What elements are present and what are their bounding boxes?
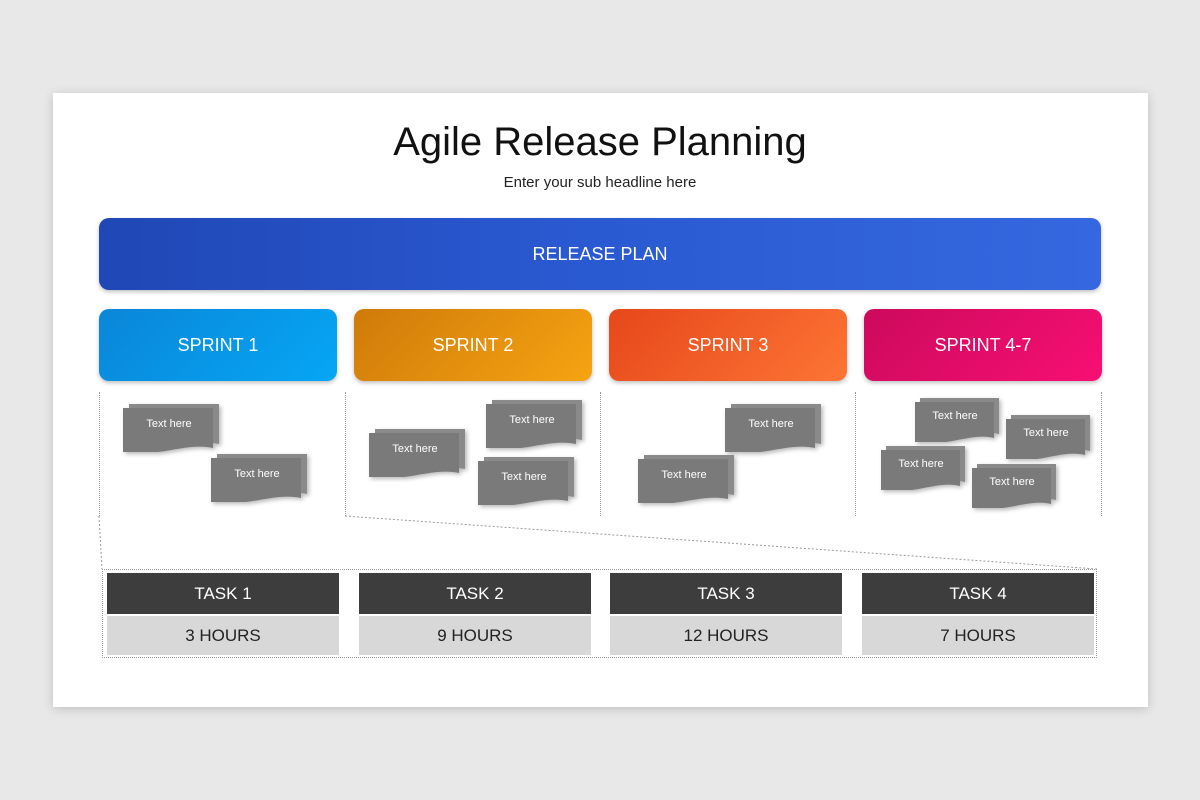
sticky-note: Text here: [972, 464, 1056, 508]
sticky-note: Text here: [638, 455, 734, 503]
sticky-note: Text here: [881, 446, 965, 490]
sticky-note: Text here: [915, 398, 999, 442]
sticky-note: Text here: [725, 404, 821, 452]
column-divider: [99, 392, 100, 516]
task-1-hours: 3 HOURS: [107, 616, 339, 655]
sprint-1-box: SPRINT 1: [99, 309, 337, 381]
column-divider: [855, 392, 856, 516]
note-text: Text here: [234, 468, 280, 480]
column-divider: [1101, 392, 1102, 516]
sticky-note: Text here: [1006, 415, 1090, 459]
release-plan-bar: RELEASE PLAN: [99, 218, 1101, 290]
sprint-3-box: SPRINT 3: [609, 309, 847, 381]
note-text: Text here: [748, 418, 794, 430]
note-text: Text here: [1023, 427, 1069, 439]
task-3-hours: 12 HOURS: [610, 616, 842, 655]
sticky-note: Text here: [478, 457, 574, 505]
note-text: Text here: [898, 458, 944, 470]
tasks-frame: [102, 569, 1097, 658]
sticky-note: Text here: [486, 400, 582, 448]
column-divider: [345, 392, 346, 516]
task-4-hours: 7 HOURS: [862, 616, 1094, 655]
note-text: Text here: [509, 414, 555, 426]
slide-title: Agile Release Planning: [393, 120, 807, 164]
sprint-4-7-box: SPRINT 4-7: [864, 309, 1102, 381]
sticky-note: Text here: [369, 429, 465, 477]
note-text: Text here: [661, 469, 707, 481]
sticky-note: Text here: [211, 454, 307, 502]
note-text: Text here: [932, 410, 978, 422]
column-divider: [600, 392, 601, 516]
task-2-header: TASK 2: [359, 573, 591, 614]
task-2-hours: 9 HOURS: [359, 616, 591, 655]
note-text: Text here: [146, 418, 192, 430]
sticky-note: Text here: [123, 404, 219, 452]
slide-subtitle: Enter your sub headline here: [503, 174, 697, 191]
task-1-header: TASK 1: [107, 573, 339, 614]
note-text: Text here: [392, 443, 438, 455]
sprint-2-box: SPRINT 2: [354, 309, 592, 381]
task-4-header: TASK 4: [862, 573, 1094, 614]
note-text: Text here: [501, 471, 547, 483]
task-3-header: TASK 3: [610, 573, 842, 614]
note-text: Text here: [989, 476, 1035, 488]
